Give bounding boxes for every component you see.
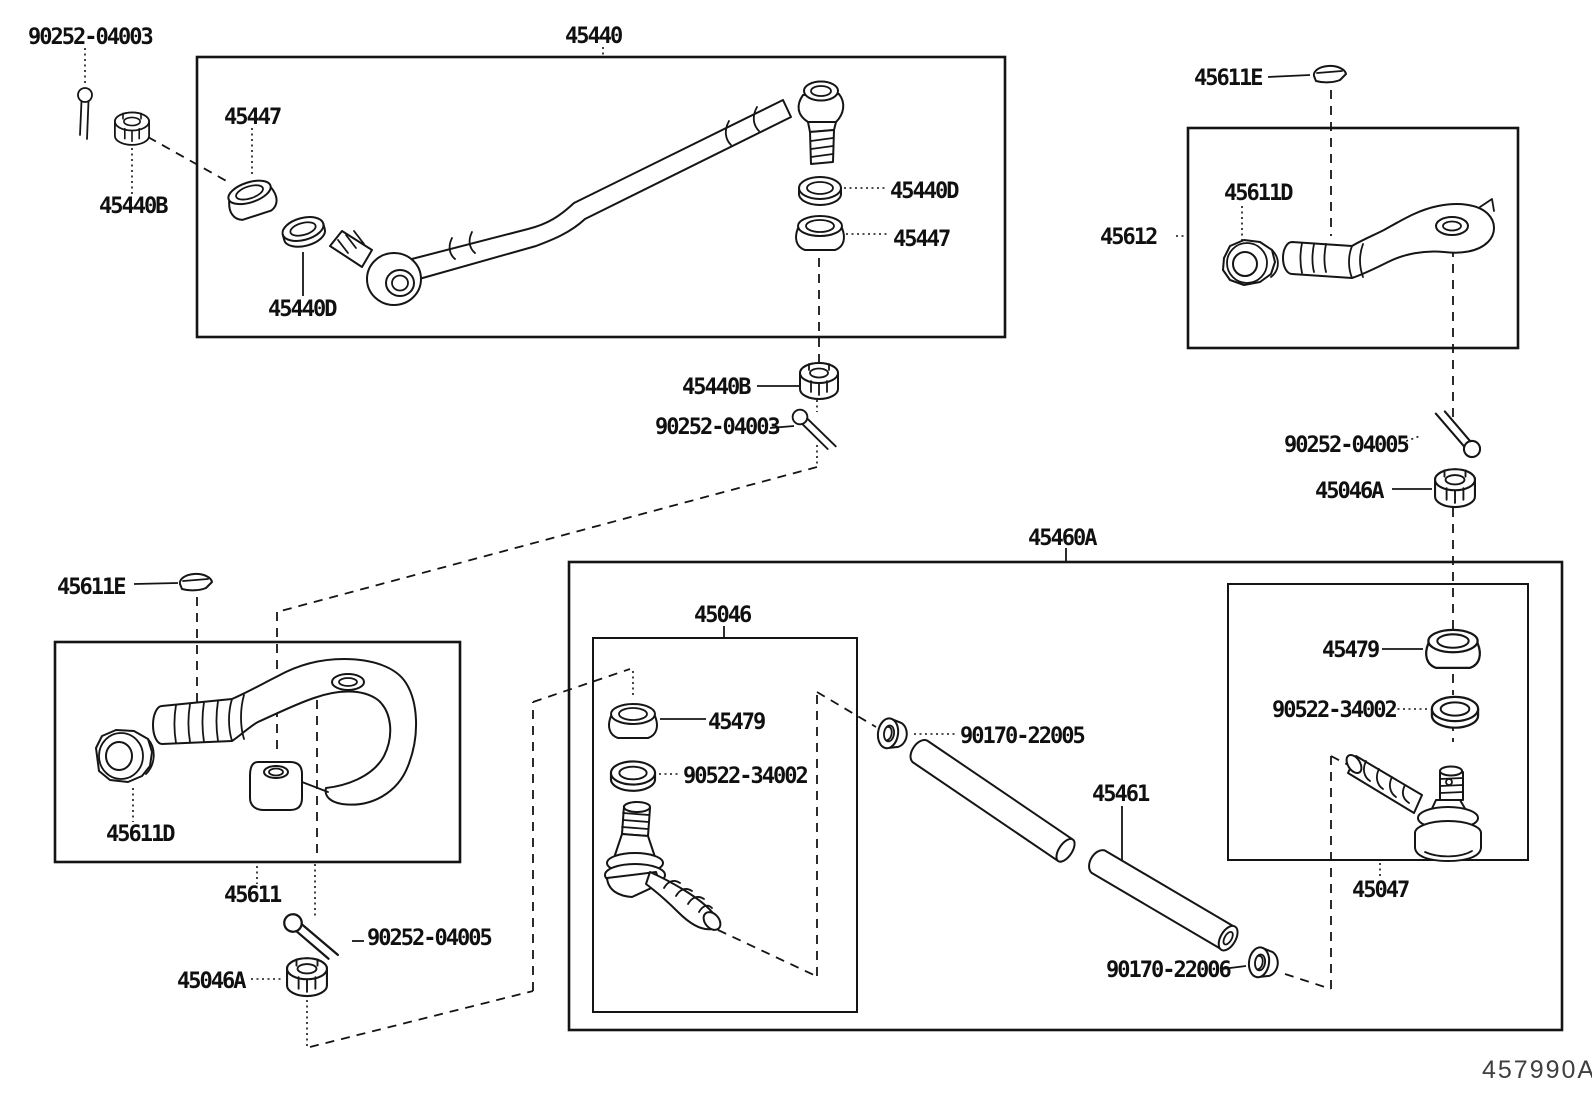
part-label-45611E-right: 45611E [1194, 66, 1262, 91]
cotter-pin-90252-04005-right [1430, 405, 1485, 462]
washer-45440D-right [798, 176, 842, 206]
castle-nut-45611D-left [95, 729, 155, 783]
castle-nut-45046A-right [1434, 468, 1476, 509]
part-label-45479-left: 45479 [708, 710, 765, 735]
part-label-45047: 45047 [1352, 878, 1409, 903]
castle-nut-45046A-left [285, 957, 329, 998]
washer-45440D-left [278, 211, 329, 252]
cotter-pin-90252-04005-left [279, 909, 343, 965]
dust-cover-45447-right [795, 215, 845, 251]
group-box-tie-rod-end-45047 [1227, 583, 1529, 861]
knuckle-arm-drawing [1282, 198, 1495, 279]
cotter-pin-90252-04003-mid [788, 405, 841, 455]
group-box-pitman-arm-45611 [53, 640, 462, 864]
part-label-45612: 45612 [1100, 225, 1157, 250]
pitman-arm-drawing [152, 658, 417, 811]
part-label-90170-22006: 90170-22006 [1106, 958, 1231, 983]
group-box-tie-rod-end-45046 [592, 637, 858, 1013]
seal-washer-90522-34002-left [609, 760, 657, 792]
dust-cover-45479-left [608, 703, 658, 739]
connector-lines [147, 90, 1454, 1048]
castle-nut-45440B-mid [799, 362, 839, 400]
drag-link-drawing [329, 80, 845, 306]
clamp-nut-90170-22006 [1246, 945, 1281, 981]
figure-code: 457990A [1482, 1056, 1592, 1084]
part-label-90252-04003-mid: 90252-04003 [655, 415, 779, 440]
part-label-90252-04005-left: 90252-04005 [367, 926, 491, 951]
tie-rod-end-45046-drawing [604, 801, 722, 931]
part-label-90170-22005: 90170-22005 [960, 724, 1084, 749]
part-label-45460A: 45460A [1028, 526, 1097, 551]
tie-rod-end-45047-drawing [1345, 753, 1482, 862]
group-box-drag-link-45440 [195, 55, 1007, 339]
dust-cover-45447-left [222, 174, 281, 224]
key-45611E-right [1312, 64, 1347, 84]
part-label-90522-34002-left: 90522-34002 [683, 764, 807, 789]
part-label-45046: 45046 [694, 603, 752, 628]
part-label-90252-04003-topleft: 90252-04003 [28, 25, 152, 50]
castle-nut-45440B-topleft [114, 111, 151, 146]
part-label-45046A-right: 45046A [1315, 479, 1384, 504]
part-label-45611: 45611 [224, 883, 282, 908]
dust-cover-45479-right [1425, 628, 1481, 670]
part-label-90252-04005-right: 90252-04005 [1284, 433, 1408, 458]
part-label-45611E-left: 45611E [57, 575, 125, 600]
cotter-pin-90252-04003-topleft [77, 87, 93, 140]
key-45611E-left [178, 572, 213, 592]
part-label-90522-34002-right: 90522-34002 [1272, 698, 1396, 723]
clamp-nut-90170-22005 [875, 716, 910, 752]
part-label-45440D-left: 45440D [268, 297, 337, 322]
castle-nut-45611D-right [1222, 239, 1279, 286]
part-label-45447-left: 45447 [224, 105, 281, 130]
seal-washer-90522-34002-right [1430, 695, 1480, 729]
tie-rod-tube-45461-lower [1088, 849, 1239, 952]
part-label-45611D-left: 45611D [106, 822, 175, 847]
part-label-45440: 45440 [565, 24, 622, 49]
part-label-45479-right: 45479 [1322, 638, 1379, 663]
tie-rod-tube-45461-upper [909, 739, 1076, 863]
label-leader-lines [84, 47, 1432, 980]
part-label-45440B-mid: 45440B [682, 375, 751, 400]
group-box-knuckle-arm-45612 [1186, 126, 1520, 350]
part-label-45440B-topleft: 45440B [99, 194, 168, 219]
part-label-45611D-right: 45611D [1224, 181, 1293, 206]
part-label-45046A-left: 45046A [177, 969, 246, 994]
part-label-45461: 45461 [1092, 782, 1150, 807]
part-label-45447-right: 45447 [893, 227, 950, 252]
group-box-tie-rod-45460A [567, 560, 1564, 1032]
part-label-45440D-right: 45440D [890, 179, 959, 204]
